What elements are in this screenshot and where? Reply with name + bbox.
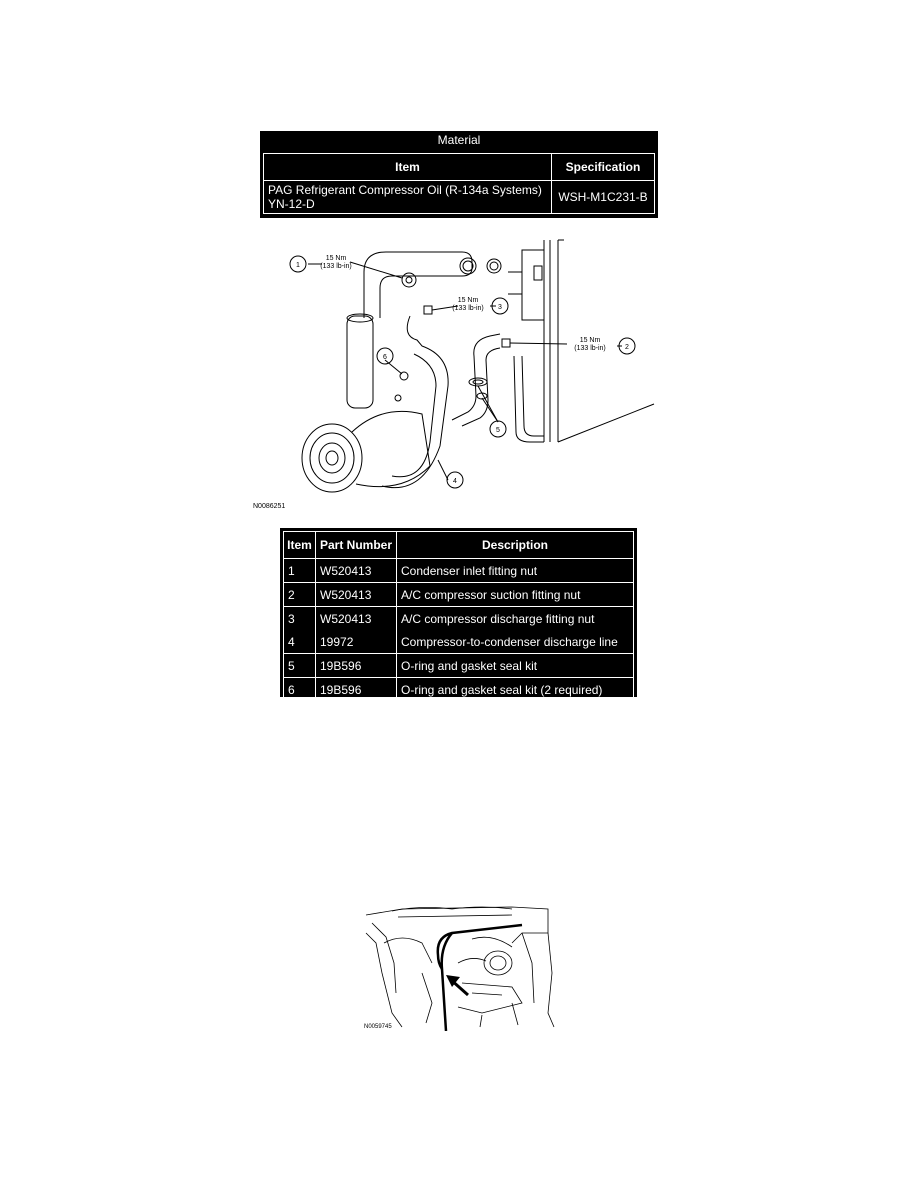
material-item-cell: PAG Refrigerant Compressor Oil (R-134a S… [263, 180, 552, 214]
material-table: Material Item Specification PAG Refriger… [260, 131, 658, 218]
material-item-line2: YN-12-D [268, 197, 315, 211]
row-item: 1 [283, 558, 316, 583]
discharge-line-illustration: 1 3 2 4 5 6 15 Nm (133 lb-in) 15 Nm (133… [253, 239, 655, 510]
row-item: 5 [283, 653, 316, 678]
material-title: Material [437, 133, 481, 147]
material-header-specification: Specification [551, 153, 655, 181]
row-description: A/C compressor discharge fitting nut [396, 606, 634, 630]
parts-header-description: Description [396, 531, 634, 559]
table-row: 3 W520413 A/C compressor discharge fitti… [283, 606, 634, 630]
callout-number-4: 4 [453, 478, 457, 485]
table-row: 2 W520413 A/C compressor suction fitting… [283, 582, 634, 607]
material-specification-cell: WSH-M1C231-B [551, 180, 655, 214]
callout-number-1: 1 [296, 262, 300, 269]
callout-number-5: 5 [496, 427, 500, 434]
row-part-number: W520413 [315, 582, 397, 607]
parts-header-item: Item [283, 531, 316, 559]
row-description: O-ring and gasket seal kit (2 required) [396, 677, 634, 702]
row-item: 2 [283, 582, 316, 607]
row-description: Condenser inlet fitting nut [396, 558, 634, 583]
callout-number-3: 3 [498, 304, 502, 311]
table-row: 5 19B596 O-ring and gasket seal kit [283, 653, 634, 678]
figure-id-label: N0086251 [253, 503, 285, 510]
material-header-item: Item [263, 153, 552, 181]
row-description: A/C compressor suction fitting nut [396, 582, 634, 607]
torque-label-1: 15 Nm [326, 255, 347, 262]
material-grid: Item Specification PAG Refrigerant Compr… [263, 153, 655, 214]
row-description: Compressor-to-condenser discharge line [396, 630, 634, 654]
torque-label-2: 15 Nm [580, 337, 601, 344]
table-row: 1 W520413 Condenser inlet fitting nut [283, 558, 634, 583]
row-description: O-ring and gasket seal kit [396, 653, 634, 678]
row-part-number: W520413 [315, 558, 397, 583]
arrow-icon [446, 975, 469, 997]
row-item: 3 [283, 606, 316, 630]
callout-number-2: 2 [625, 344, 629, 351]
row-part-number: 19B596 [315, 677, 397, 702]
figure-id-label: N0059745 [364, 1024, 392, 1030]
callout-number-6: 6 [383, 354, 387, 361]
torque-label-3: 15 Nm [458, 297, 479, 304]
row-part-number: 19B596 [315, 653, 397, 678]
engine-bay-illustration: N0059745 [364, 906, 555, 1031]
row-item: 4 [283, 630, 316, 654]
torque-imperial-label-1: (133 lb-in) [320, 263, 352, 270]
row-part-number: W520413 [315, 606, 397, 630]
table-row: 4 19972 Compressor-to-condenser discharg… [283, 630, 634, 654]
table-row: 6 19B596 O-ring and gasket seal kit (2 r… [283, 677, 634, 702]
parts-grid: Item Part Number Description 1 W520413 C… [283, 531, 634, 702]
material-item-line1: PAG Refrigerant Compressor Oil (R-134a S… [268, 183, 542, 197]
torque-imperial-label-3: (133 lb-in) [452, 305, 484, 312]
torque-imperial-label-2: (133 lb-in) [574, 345, 606, 352]
row-item: 6 [283, 677, 316, 702]
parts-table: Item Part Number Description 1 W520413 C… [280, 528, 637, 702]
row-part-number: 19972 [315, 630, 397, 654]
parts-header-part-number: Part Number [315, 531, 397, 559]
